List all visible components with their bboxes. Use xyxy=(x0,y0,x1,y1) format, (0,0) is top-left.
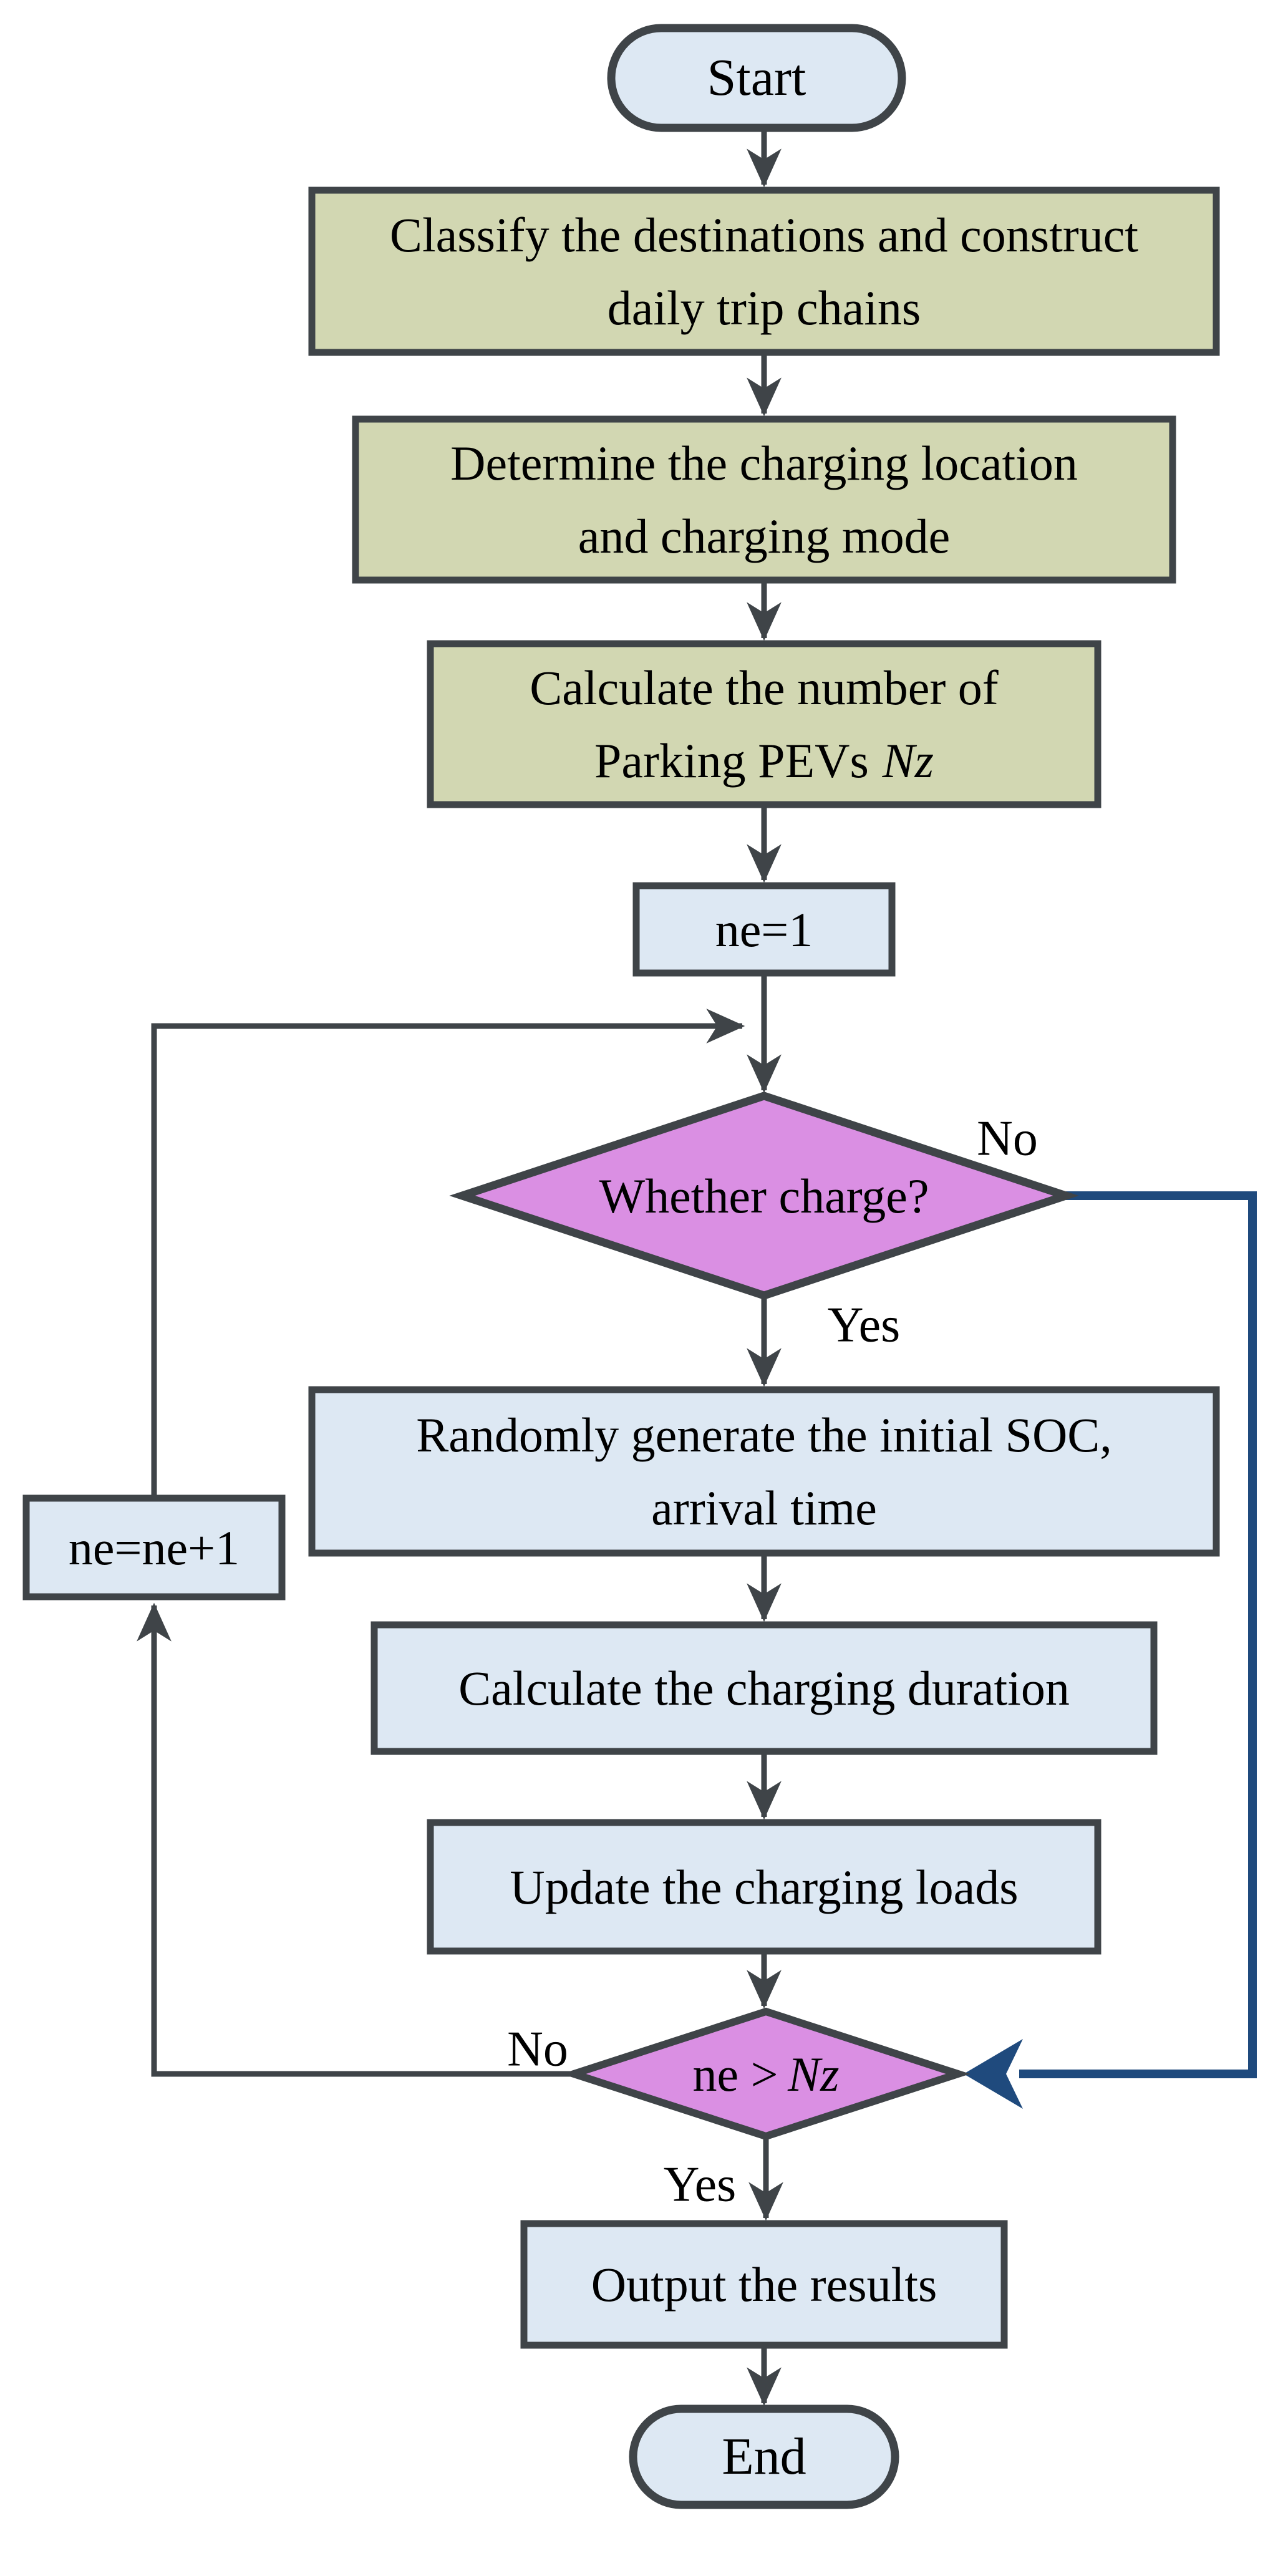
ne-init-box xyxy=(632,882,896,977)
end-oval xyxy=(629,2404,899,2509)
classify-box xyxy=(308,186,1220,356)
random-soc-box xyxy=(308,1386,1220,1557)
return-blue-arrowhead-icon xyxy=(964,2039,1023,2109)
determine-box xyxy=(352,415,1176,584)
ne-check-diamond xyxy=(561,2007,971,2141)
whether-charge-diamond xyxy=(449,1092,1079,1300)
output-box xyxy=(520,2220,1008,2349)
ne-increment-box xyxy=(22,1494,286,1600)
connector-check-no-increment xyxy=(137,1602,574,2077)
update-loads-box xyxy=(427,1819,1101,1955)
calc-duration-box xyxy=(370,1621,1158,1755)
calc-number-box xyxy=(427,640,1101,808)
connector-increment-junction xyxy=(151,1009,745,1498)
start-oval xyxy=(607,24,906,132)
connector-whether-no-return xyxy=(1019,1191,1257,2078)
